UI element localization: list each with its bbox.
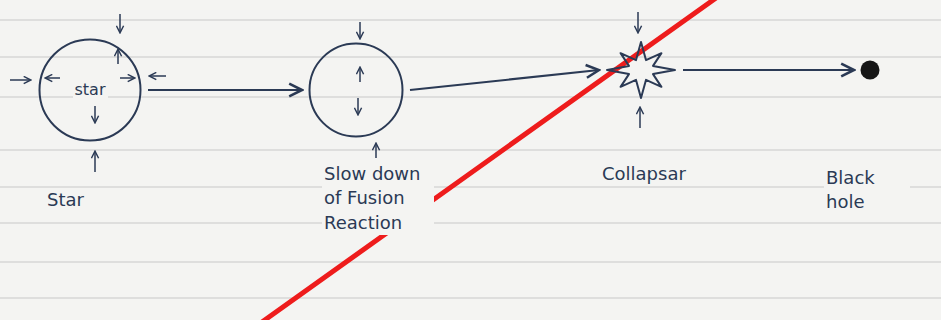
cross-out-stroke bbox=[262, 0, 716, 320]
burst-shape bbox=[607, 42, 675, 98]
flow-arrow bbox=[148, 89, 302, 91]
node-label: Black hole bbox=[824, 166, 910, 215]
burst-outline bbox=[605, 40, 677, 100]
node-label: Star bbox=[45, 188, 129, 212]
force-arrows bbox=[10, 12, 640, 172]
flow-arrow bbox=[683, 69, 854, 71]
dot-shape bbox=[861, 61, 880, 80]
collapsar-node: Collapsar bbox=[605, 40, 677, 100]
ruled-lines bbox=[0, 20, 941, 298]
black-hole-node: Black hole bbox=[860, 60, 880, 80]
node-label: Slow down of Fusion Reaction bbox=[322, 162, 434, 235]
circle-shape bbox=[310, 44, 403, 137]
flow-arrow bbox=[410, 70, 599, 90]
circle-outline bbox=[308, 42, 404, 138]
star-node: Slow down of Fusion Reaction bbox=[308, 42, 404, 138]
node-text: star bbox=[73, 79, 108, 101]
circle-shape bbox=[40, 40, 141, 141]
dot-outline bbox=[860, 60, 880, 80]
node-label: Collapsar bbox=[600, 162, 716, 186]
star-node: starStar bbox=[38, 38, 142, 142]
